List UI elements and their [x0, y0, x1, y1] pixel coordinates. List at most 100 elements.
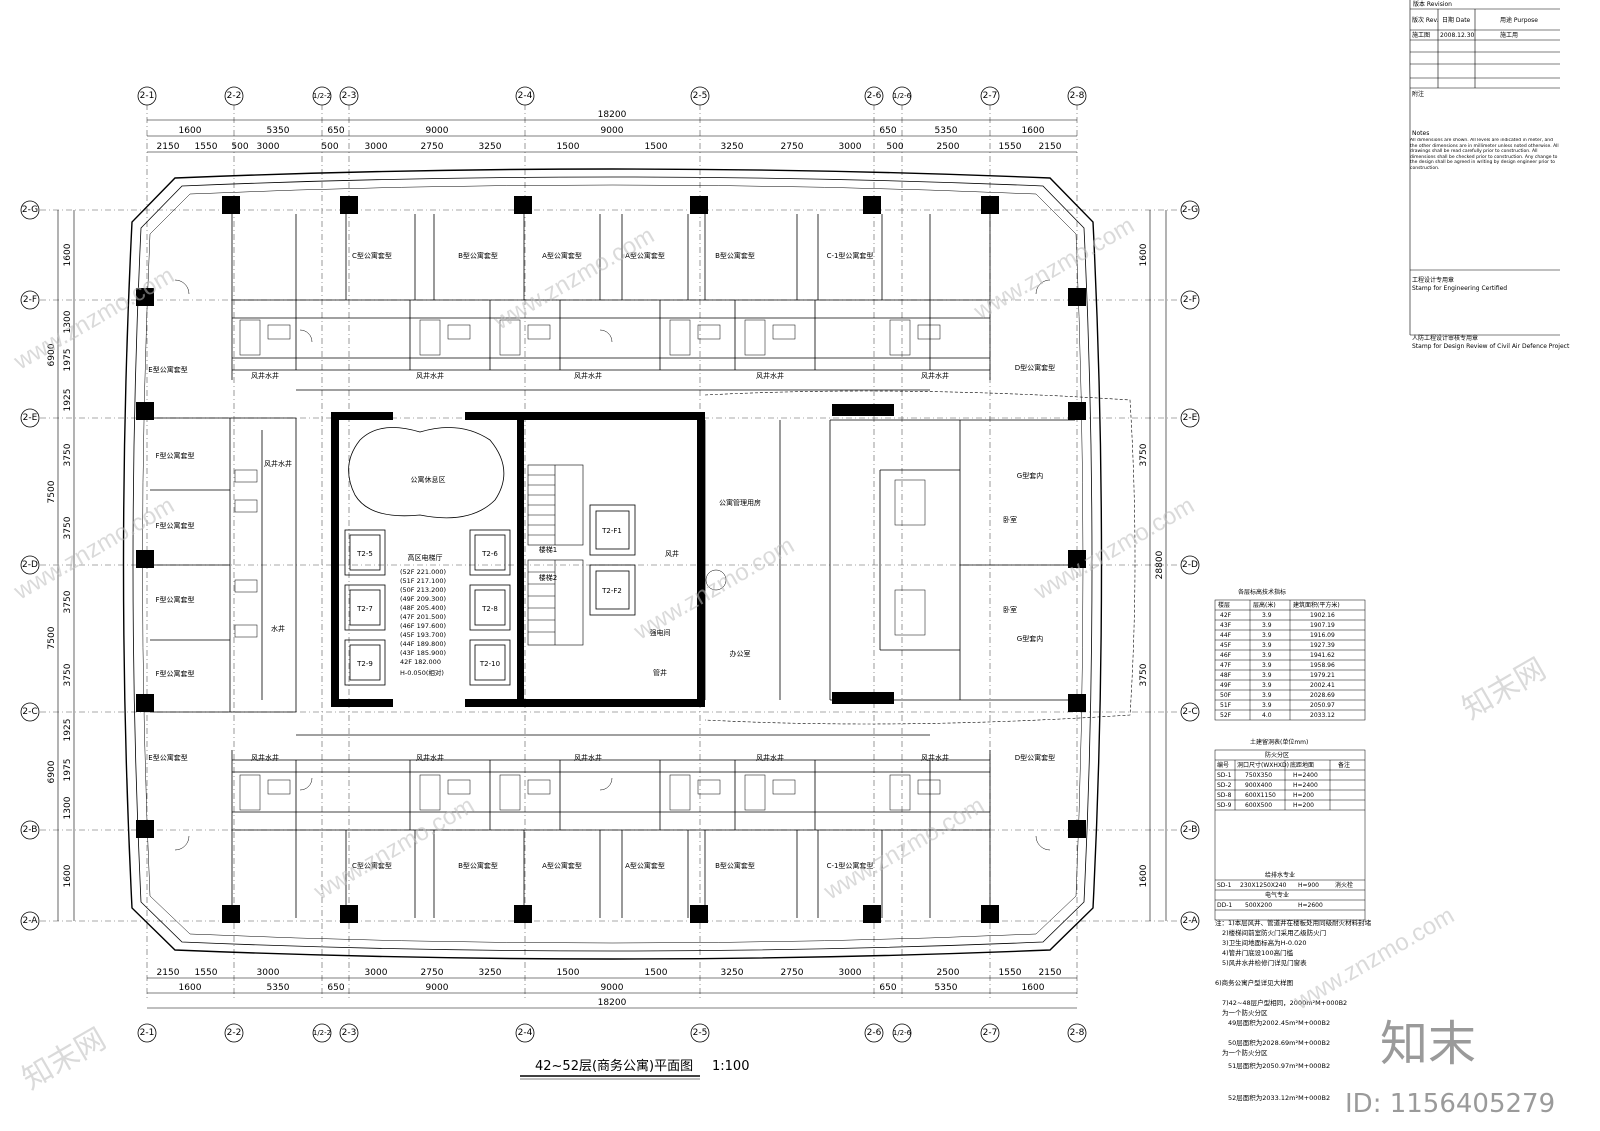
note-line: 注：1)本层风井、管道井在楼板处用同级耐火材料封堵: [1215, 918, 1372, 927]
room-label-shaft-water: 风井水井: [574, 371, 602, 380]
dim-overall: 18200: [598, 110, 627, 120]
grid-label: 2-8: [1070, 1028, 1085, 1038]
floor-table-title: 各层标高技术指标: [1238, 588, 1286, 596]
floor-table-cell: 1916.09: [1310, 632, 1335, 639]
date-value: 2008.12.30: [1440, 32, 1475, 39]
watermark-site: www.znzmo.com: [629, 532, 799, 646]
watermark-site: www.znzmo.com: [819, 792, 989, 906]
floor-table-cell: 42F: [1220, 612, 1232, 619]
floor-table-cell: 45F: [1220, 642, 1232, 649]
dim: 2500: [937, 968, 960, 978]
opening-table-sub2: 给排水专业: [1265, 871, 1295, 879]
dim: 3750: [1139, 663, 1149, 686]
room-labels: C型公寓套型 B型公寓套型 A型公寓套型 A型公寓套型 B型公寓套型 C-1型公…: [148, 251, 1055, 870]
watermark-site: www.znzmo.com: [969, 212, 1139, 326]
note-line: 3)卫生间地面标高为H-0.020: [1222, 938, 1307, 947]
building-outline: [122, 168, 1103, 960]
opening-cell: SD-1: [1217, 772, 1232, 779]
room-label-shaft-water: 风井水井: [251, 371, 279, 380]
elevator-level: (44F 189.800): [400, 640, 446, 648]
grid-label: 2-4: [518, 1028, 533, 1038]
floor-table-cell: 3.9: [1262, 632, 1272, 639]
floor-table-cell: 43F: [1220, 622, 1232, 629]
grid-label: 2-1: [140, 91, 155, 101]
notes: 注：1)本层风井、管道井在楼板处用同级耐火材料封堵 2)楼梯间前室防火门采用乙级…: [1215, 918, 1372, 1102]
drawing-title-text: 42~52层(商务公寓)平面图: [535, 1058, 693, 1074]
floor-table-cell: 44F: [1220, 632, 1232, 639]
dim: 1550: [195, 968, 218, 978]
dim: 5350: [267, 126, 290, 136]
floor-table-header: 建筑面积(平方米): [1293, 601, 1340, 609]
floor-table-cell: 2028.69: [1310, 692, 1335, 699]
elevator-label: T2-5: [356, 550, 373, 558]
dim: 3750: [63, 590, 73, 613]
floor-table-header: 层高(米): [1253, 601, 1276, 609]
opening-table: [1214, 749, 1366, 921]
grid-label: 2-C: [1182, 707, 1197, 717]
dim: 5350: [267, 983, 290, 993]
opening-cell: 500X200: [1245, 902, 1272, 909]
elevator-level: (47F 201.500): [400, 613, 446, 621]
room-label-elevator-hall: 高区电梯厅: [408, 553, 443, 562]
purpose-value: 施工用: [1500, 31, 1518, 39]
room-label-shaft-water: 风井水井: [921, 371, 949, 380]
stamp1-cn: 工程设计专用章: [1412, 276, 1454, 284]
opening-table-header: 备注: [1338, 761, 1350, 769]
dim: 650: [327, 126, 344, 136]
room-label-mgmt: 公寓管理用房: [719, 498, 761, 507]
grid-labels-side: 2-G 2-F 2-E 2-D 2-C 2-B 2-A 2-G 2-F 2-E …: [22, 205, 1198, 926]
grid-bubbles-bottom: [137, 1023, 1087, 1043]
grid-label: 2-A: [1183, 916, 1199, 926]
note-line: 6)商务公寓户型详见大样图: [1215, 978, 1293, 987]
floor-table: [1214, 599, 1366, 721]
grid-label: 2-F: [1183, 295, 1197, 305]
dim: 3250: [479, 968, 502, 978]
floor-table-header: 楼层: [1218, 601, 1230, 609]
opening-cell: 600X1150: [1245, 792, 1276, 799]
room-label-shaft-water: 风井水井: [251, 753, 279, 762]
elevator-level: (51F 217.100): [400, 577, 446, 585]
rev-value: 施工图: [1412, 31, 1430, 39]
dim: 3000: [365, 968, 388, 978]
grid-axes: [40, 104, 1180, 1000]
floor-table-cell: 2002.41: [1310, 682, 1335, 689]
grid-bubbles-side: [20, 200, 1200, 931]
floor-table-cell: 3.9: [1262, 612, 1272, 619]
floor-table-cell: 1927.39: [1310, 642, 1335, 649]
opening-table-sub: 防火分区: [1265, 751, 1289, 759]
room-label-apt-g: G型套内: [1017, 471, 1043, 480]
dimension-lines: [57, 119, 1167, 1009]
note-line: 4)管井门底设100高门槛: [1222, 948, 1294, 957]
lounge-area-outline: [348, 427, 505, 519]
grid-labels-top: 2-1 2-2 1/2-2 2-3 2-4 2-5 2-6 1/2-6 2-7 …: [140, 91, 1085, 101]
notes-cn-header: 附注: [1412, 90, 1424, 98]
floor-table-cell: 3.9: [1262, 622, 1272, 629]
floor-table-cell: 3.9: [1262, 642, 1272, 649]
dim: 650: [879, 126, 896, 136]
dim: 1550: [999, 142, 1022, 152]
grid-label: 1/2-2: [313, 92, 331, 100]
elevator-labels: T2-5 T2-6 T2-7 T2-8 T2-9 T2-10 T2-F1 T2-…: [356, 527, 622, 668]
room-label-apt-f: F型公寓套型: [155, 669, 194, 678]
watermark-site: www.znzmo.com: [489, 222, 659, 336]
floor-table-cell: 48F: [1220, 672, 1232, 679]
floor-table-cell: 1907.19: [1310, 622, 1335, 629]
grid-label: 2-2: [227, 1028, 242, 1038]
dim: 500: [321, 142, 338, 152]
watermark-site: www.znzmo.com: [9, 262, 179, 376]
dim: 1500: [645, 968, 668, 978]
elevator-level: (46F 197.600): [400, 622, 446, 630]
room-label-apt-c: C型公寓套型: [352, 251, 392, 260]
dim: 1300: [63, 796, 73, 819]
elevator-level: 42F 182.000: [400, 658, 441, 666]
dim: 1500: [557, 968, 580, 978]
note-line: 为一个防火分区: [1222, 1008, 1268, 1017]
dim: 650: [327, 983, 344, 993]
watermark-brand: 知末网: [1457, 652, 1551, 726]
dim: 3250: [721, 142, 744, 152]
room-label-apt-a: A型公寓套型: [542, 251, 582, 260]
opening-cell: SD-9: [1217, 802, 1232, 809]
elevator-label: T2-6: [481, 550, 498, 558]
revision-cloud: [704, 390, 1136, 725]
